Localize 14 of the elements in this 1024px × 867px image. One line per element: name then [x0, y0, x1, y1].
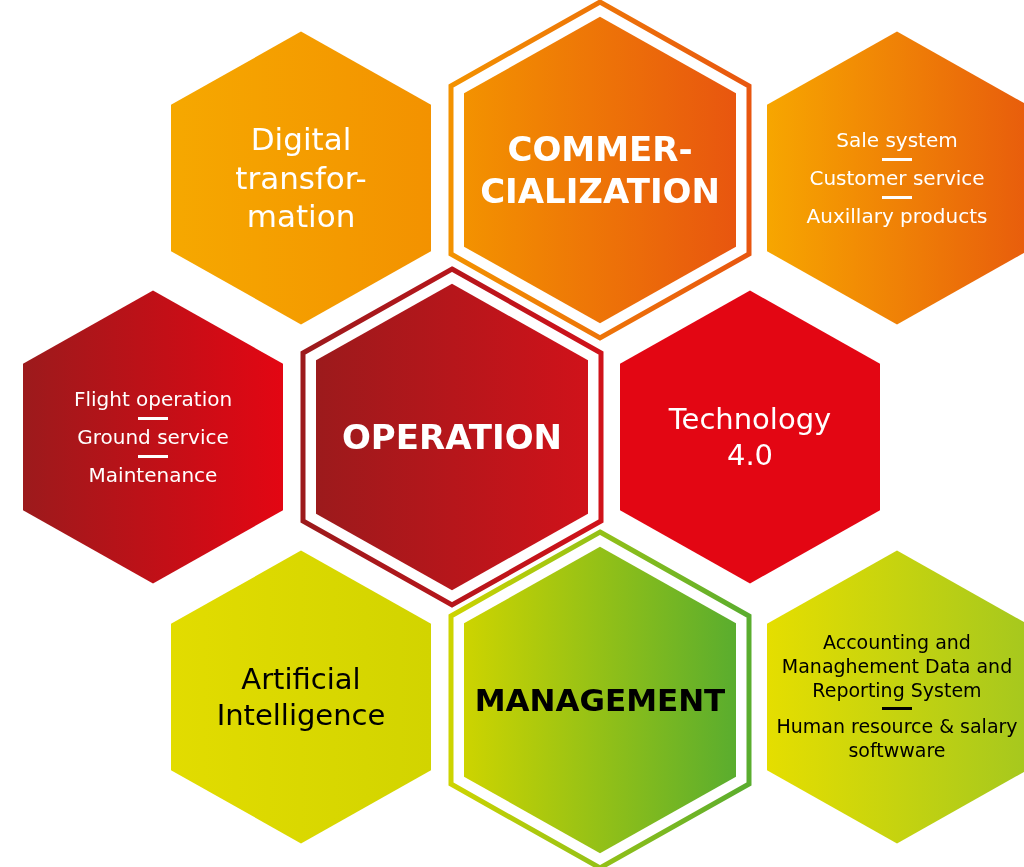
tile-label: Technology 4.0: [667, 400, 833, 474]
tile-label: Flight operation: [73, 386, 233, 412]
tile-label: Human resource & salary softwware: [775, 715, 1019, 763]
tile-label: Auxillary products: [806, 203, 988, 229]
tile-heading: OPERATION: [341, 415, 563, 459]
tile-label: Sale system: [836, 127, 958, 153]
tile-label: Accounting and Managhement Data and Reporting System: [780, 631, 1014, 703]
tile-label: Artificial Intelligence: [215, 660, 387, 734]
tile-heading: MANAGEMENT: [474, 680, 726, 720]
tile-heading: COMMER-CIALIZATION: [480, 127, 720, 213]
tile-label: Customer service: [809, 165, 985, 191]
tile-label: Maintenance: [88, 462, 218, 488]
tile-label: Digital transfor-mation: [234, 119, 368, 237]
tile-label: Ground service: [77, 424, 229, 450]
